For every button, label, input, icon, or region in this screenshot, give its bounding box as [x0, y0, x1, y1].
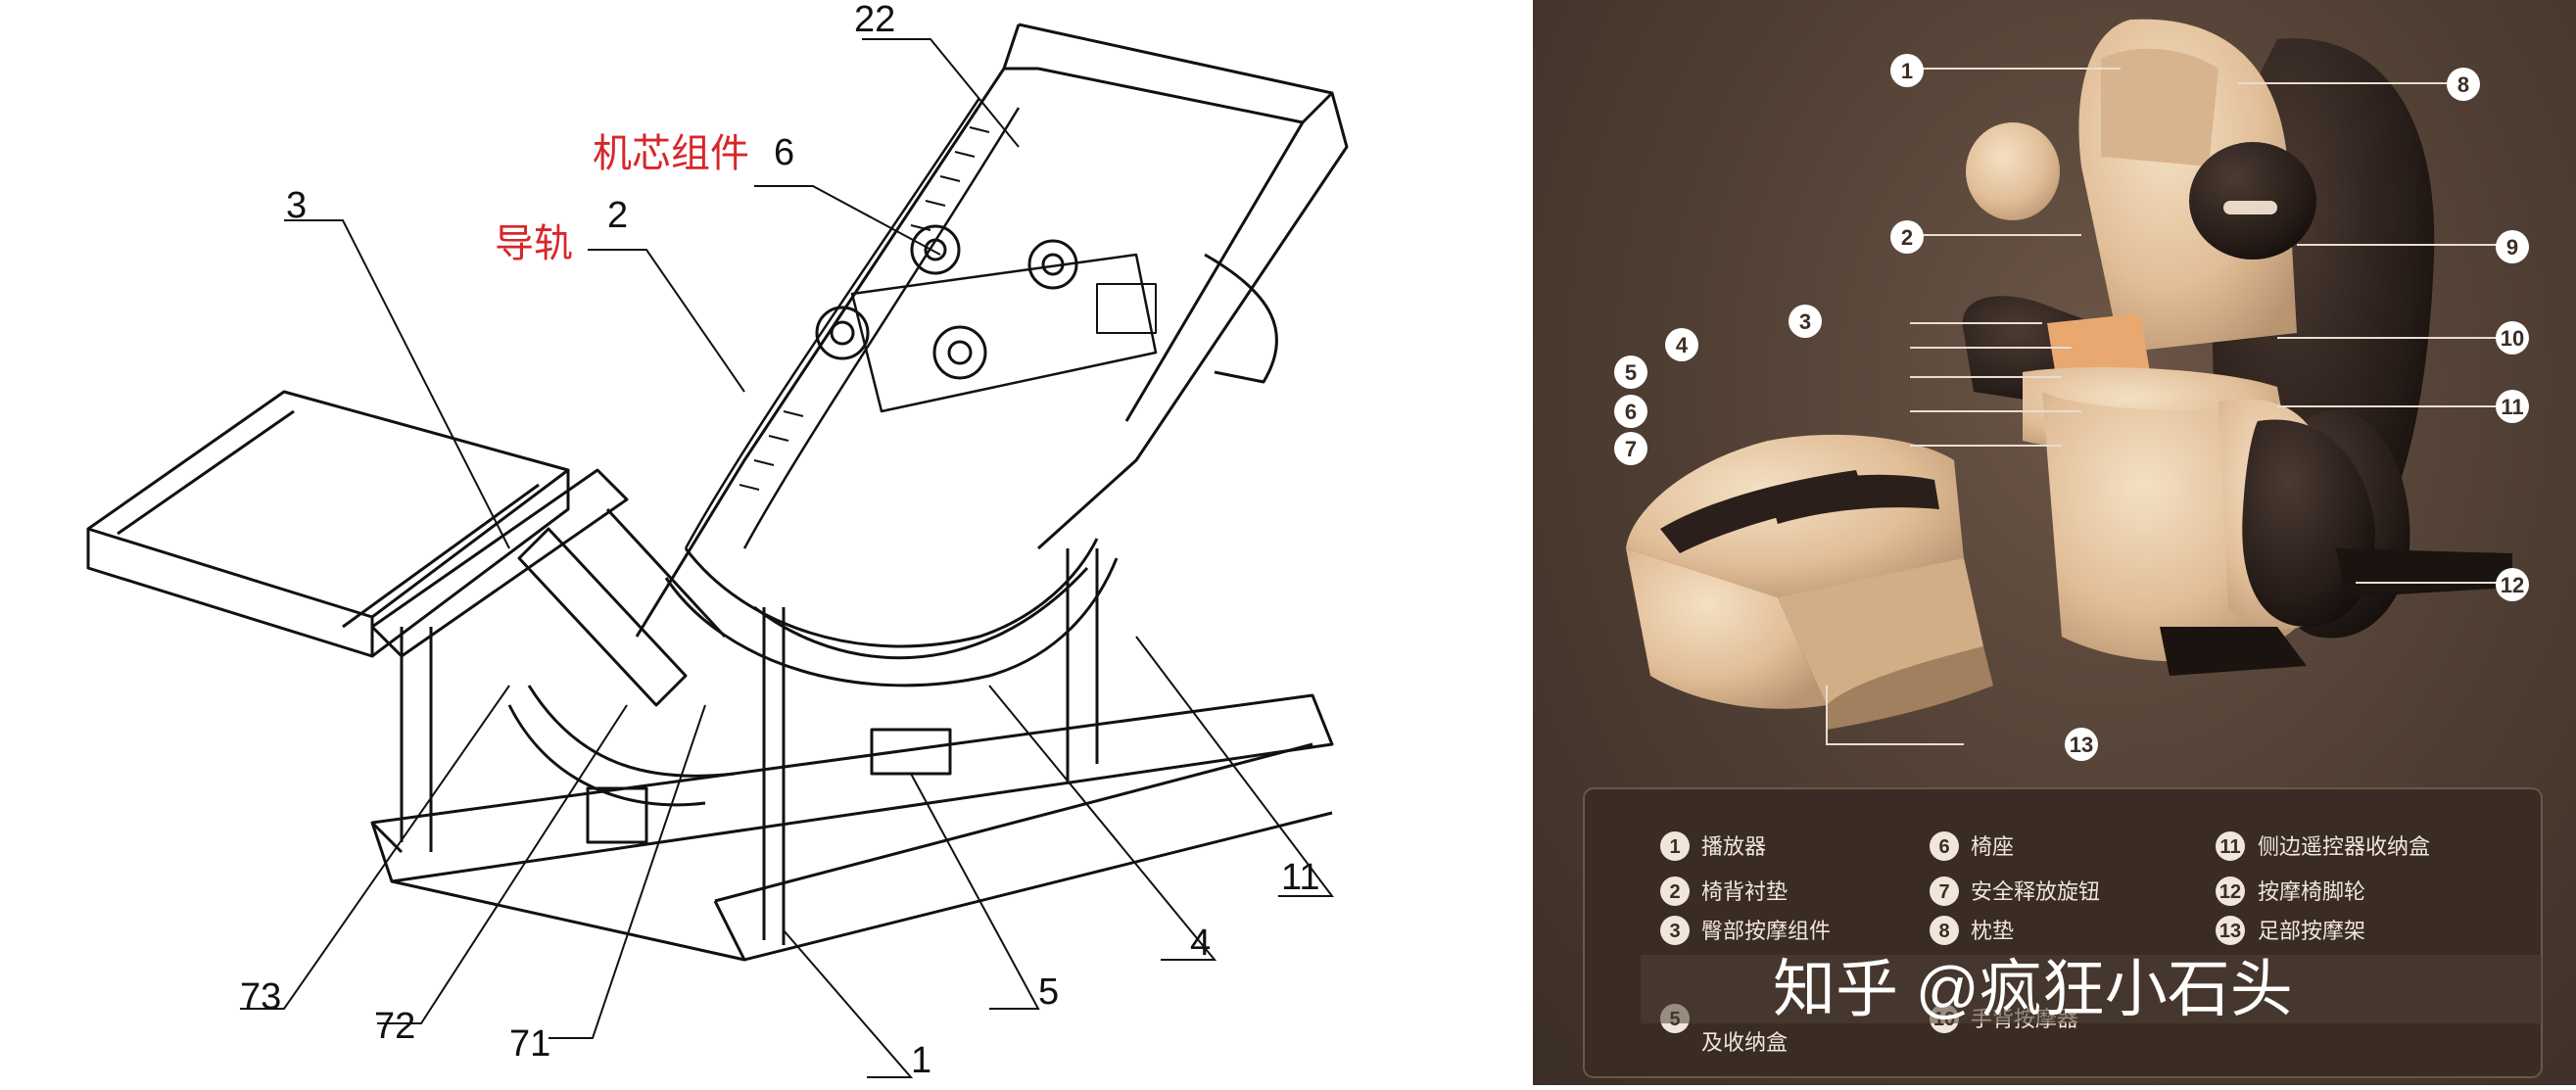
legend-label-13: 足部按摩架 [2258, 919, 2365, 943]
label-movement-assembly: 机芯组件 [593, 132, 749, 175]
part-number-5: 5 [1038, 972, 1059, 1013]
frame-line-drawing: 机芯组件 导轨 22 6 3 2 11 4 5 1 71 72 73 [86, 0, 1349, 1081]
marker-12: 12 [2501, 573, 2524, 597]
legend-num-6: 6 [1938, 836, 1949, 858]
panel-divider [1523, 0, 1533, 1085]
marker-6: 6 [1625, 400, 1637, 424]
marker-9: 9 [2506, 235, 2518, 260]
legend-label-6: 椅座 [1971, 834, 2014, 859]
legend-label-3: 臀部按摩组件 [1701, 919, 1831, 943]
callout-markers: 1 2 3 4 5 6 7 8 9 10 11 12 13 [1614, 54, 2529, 761]
part-number-73: 73 [240, 976, 281, 1018]
legend-label-1: 播放器 [1701, 834, 1766, 859]
part-number-72: 72 [374, 1006, 415, 1047]
marker-13: 13 [2070, 733, 2093, 757]
legend-num-13: 13 [2219, 921, 2241, 942]
chair-illustration: 1 2 3 4 5 6 7 8 9 10 11 12 13 1 播放器 2 椅背… [1583, 19, 2543, 1078]
part-number-3: 3 [286, 185, 307, 226]
chair-frame-structure [86, 23, 1349, 962]
callout-lines [1826, 68, 2512, 745]
part-number-71: 71 [509, 1023, 550, 1065]
marker-4: 4 [1676, 333, 1689, 357]
marker-7: 7 [1625, 437, 1637, 461]
frame-diagram-panel: 机芯组件 导轨 22 6 3 2 11 4 5 1 71 72 73 [86, 0, 1349, 1081]
marker-1: 1 [1901, 59, 1913, 83]
part-number-22: 22 [854, 0, 895, 40]
legend-num-12: 12 [2219, 881, 2241, 903]
legend-label-7: 安全释放旋钮 [1971, 879, 2100, 904]
marker-2: 2 [1901, 225, 1913, 250]
legend-num-7: 7 [1938, 881, 1949, 903]
legend-label-11: 侧边遥控器收纳盒 [2258, 834, 2430, 859]
watermark: 知乎 @疯狂小石头 [1641, 954, 2542, 1024]
legend-num-2: 2 [1669, 881, 1680, 903]
legend-num-8: 8 [1938, 921, 1949, 942]
marker-8: 8 [2457, 72, 2469, 97]
legend-label-2: 椅背衬垫 [1701, 879, 1788, 904]
legend-label-5: 及收纳盒 [1701, 1030, 1788, 1055]
massage-chair [1626, 19, 2512, 730]
chair-photo-panel: 1 2 3 4 5 6 7 8 9 10 11 12 13 1 播放器 2 椅背… [1533, 0, 2576, 1085]
marker-11: 11 [2501, 395, 2523, 419]
marker-3: 3 [1799, 309, 1811, 334]
part-number-11: 11 [1281, 857, 1319, 898]
marker-5: 5 [1625, 360, 1637, 385]
part-number-4: 4 [1190, 923, 1211, 964]
part-number-2: 2 [607, 195, 628, 236]
label-guide-rail: 导轨 [495, 222, 573, 265]
leader-lines [240, 38, 1335, 1078]
legend-num-1: 1 [1669, 836, 1680, 858]
watermark-text: 知乎 @疯狂小石头 [1773, 954, 2293, 1024]
legend-num-11: 11 [2219, 836, 2240, 858]
legend-label-12: 按摩椅脚轮 [2258, 879, 2365, 904]
part-number-1: 1 [911, 1040, 931, 1081]
part-number-6: 6 [774, 132, 794, 173]
legend-label-8: 枕垫 [1971, 919, 2014, 943]
marker-10: 10 [2501, 326, 2524, 351]
legend-num-3: 3 [1669, 921, 1680, 942]
